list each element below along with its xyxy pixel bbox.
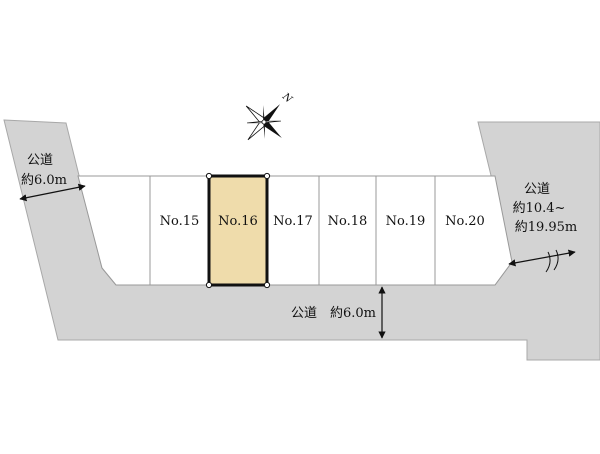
east-road-width-max: 約19.95m xyxy=(515,220,578,235)
lot-highlight xyxy=(207,174,269,287)
lot-label[interactable]: No.15 xyxy=(160,214,200,229)
lot-label[interactable]: No.16 xyxy=(218,214,258,229)
lot-label[interactable]: No.20 xyxy=(445,214,485,229)
compass-north-label: N xyxy=(279,91,295,107)
south-road-label: 公道 約6.0m xyxy=(291,306,376,321)
east-road-width-arrow xyxy=(508,249,576,267)
lot-row-background xyxy=(77,175,513,286)
east-road-label: 公道 xyxy=(524,182,550,197)
corner-marker xyxy=(205,281,213,289)
compass-rose-icon xyxy=(245,104,282,141)
lot-label[interactable]: No.19 xyxy=(386,214,426,229)
corner-marker xyxy=(263,172,271,180)
lot-label[interactable]: No.18 xyxy=(328,214,368,229)
east-road-break-mark xyxy=(545,249,559,273)
lot-group: No.15 No.16 No.17 No.18 No.19 No.20 xyxy=(77,172,513,289)
lot-label[interactable]: No.17 xyxy=(273,214,313,229)
west-road-width: 約6.0m xyxy=(21,173,67,188)
west-road-label: 公道 xyxy=(27,153,53,168)
east-road-width-min: 約10.4~ xyxy=(513,201,566,216)
west-road-width-arrow xyxy=(19,183,86,202)
corner-marker xyxy=(205,172,213,180)
corner-marker xyxy=(263,281,271,289)
